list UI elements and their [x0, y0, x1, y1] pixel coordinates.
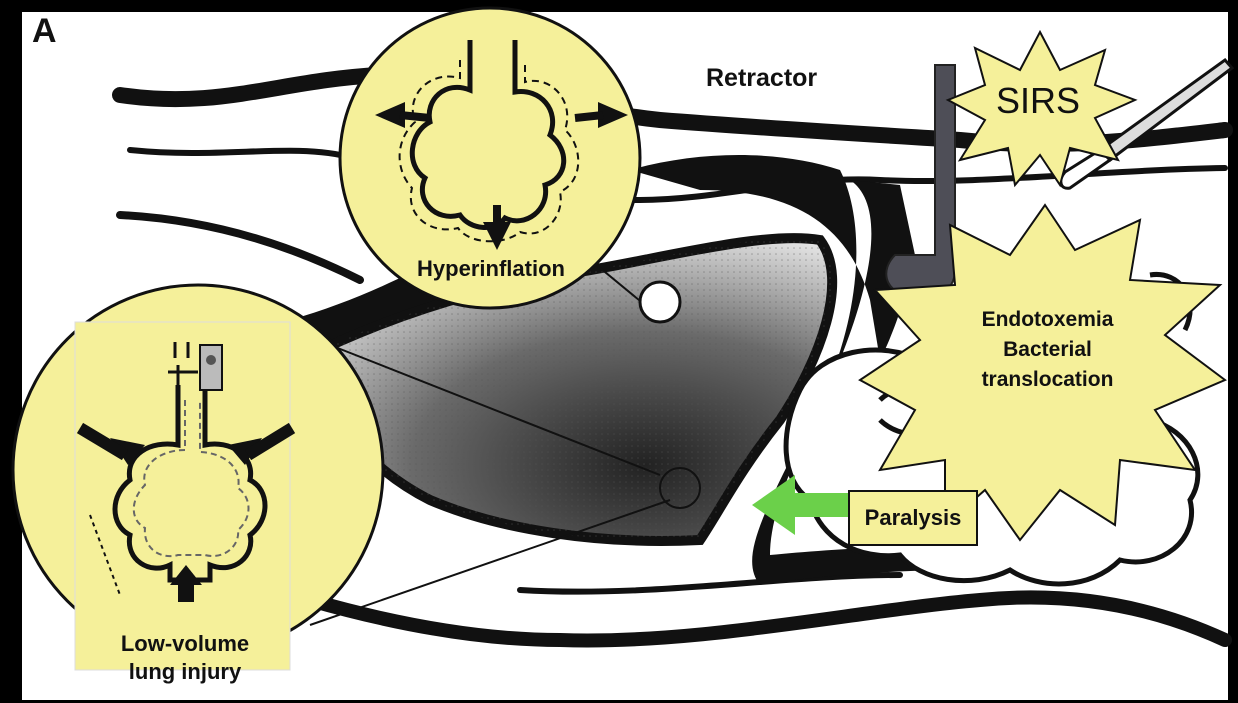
endotoxemia-line-1: Endotoxemia — [945, 305, 1150, 335]
low-volume-line-1: Low-volume — [70, 630, 300, 658]
paralysis-label-box: Paralysis — [848, 490, 978, 546]
low-volume-label: Low-volume lung injury — [70, 630, 300, 686]
retractor-label: Retractor — [706, 64, 817, 93]
low-volume-line-2: lung injury — [70, 658, 300, 686]
paralysis-label: Paralysis — [865, 505, 962, 531]
hyperinflation-label: Hyperinflation — [386, 256, 596, 282]
sirs-label: SIRS — [983, 80, 1093, 122]
panel-letter: A — [32, 12, 57, 51]
endotoxemia-line-2: Bacterial — [945, 335, 1150, 365]
endotoxemia-line-3: translocation — [945, 365, 1150, 395]
endotoxemia-label: Endotoxemia Bacterial translocation — [945, 305, 1150, 395]
